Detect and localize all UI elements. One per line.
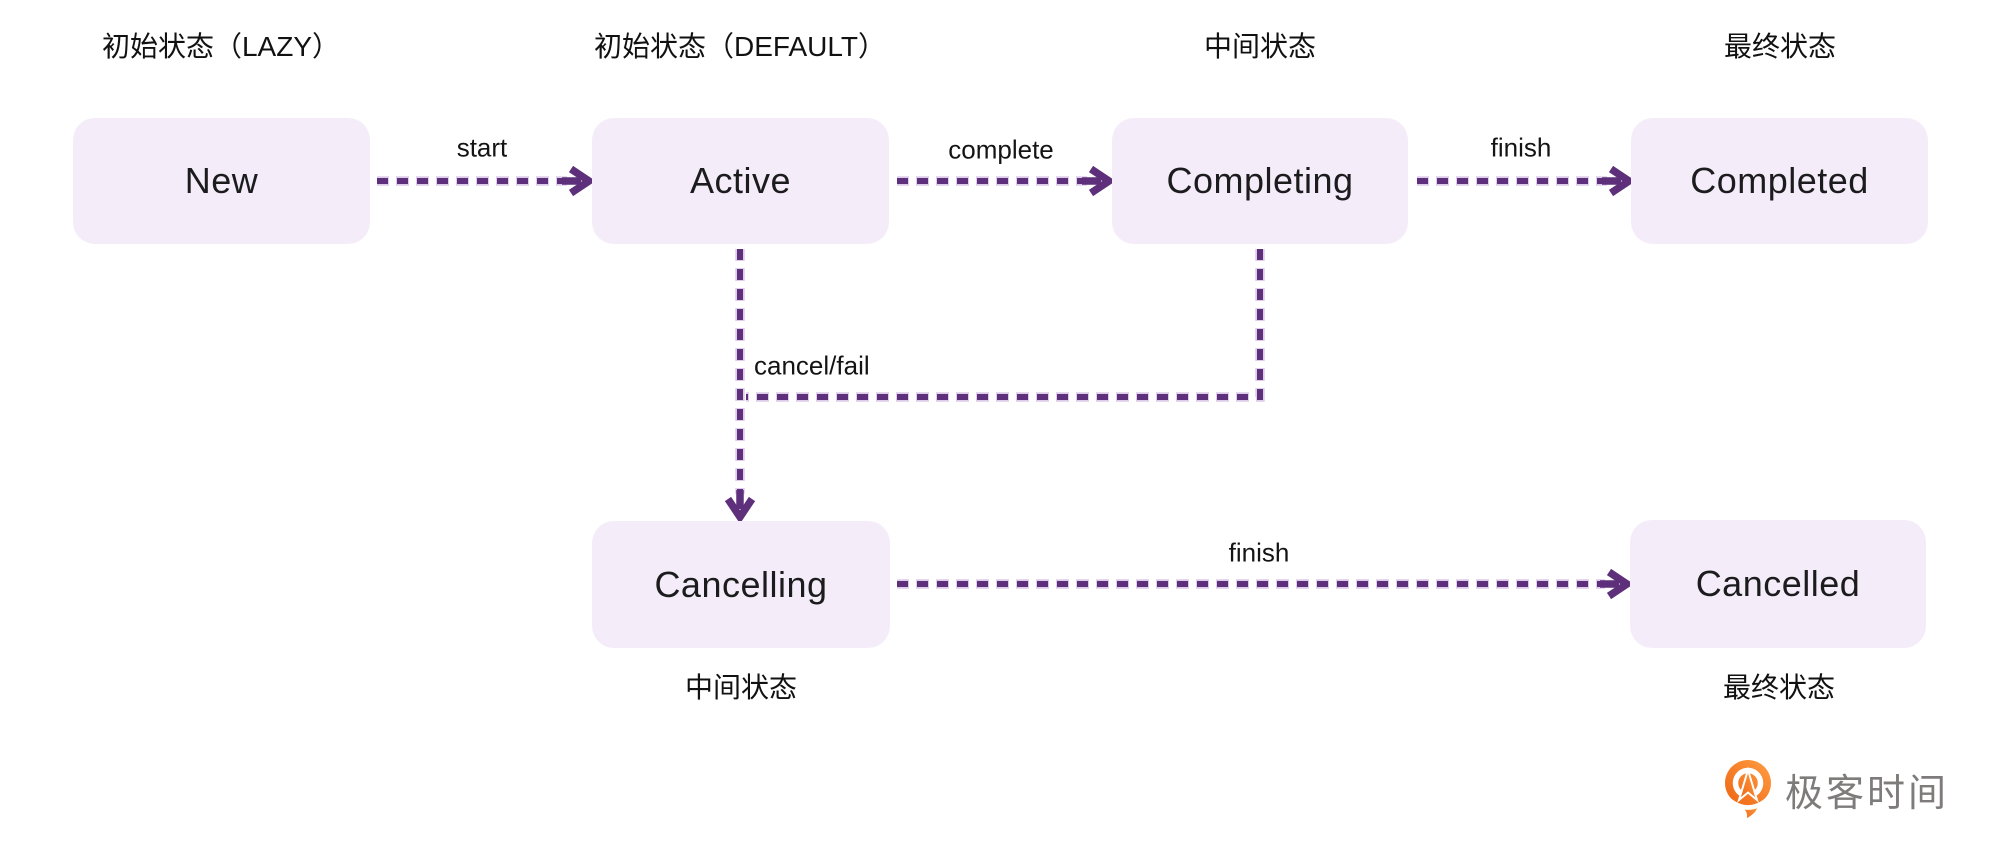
annotation-new: 初始状态（LAZY） [101, 31, 341, 62]
edge-label-finish-bottom: finish [1228, 537, 1290, 568]
edge-halo-group [377, 176, 1607, 589]
node-completed: Completed [1631, 118, 1928, 244]
annotation-completed: 最终状态 [1723, 31, 1837, 62]
annotation-cancelling: 中间状态 [684, 672, 798, 703]
geektime-icon [1725, 760, 1771, 818]
arrowhead-active-cancelling [724, 490, 756, 524]
arrowhead-new-active [562, 165, 596, 197]
node-cancelling: Cancelling [592, 521, 890, 648]
arrowhead-completing-completed [1602, 165, 1636, 197]
node-new-label: New [184, 160, 259, 201]
node-active: Active [592, 118, 889, 244]
annotation-completing: 中间状态 [1203, 31, 1317, 62]
node-cancelled: Cancelled [1630, 520, 1926, 648]
arrowhead-cancelling-cancelled [1600, 568, 1634, 600]
arrowhead-active-completing [1082, 165, 1116, 197]
node-active-label: Active [689, 160, 792, 201]
edge-label-cancel-fail: cancel/fail [754, 350, 870, 381]
edge-label-complete: complete [948, 134, 1054, 165]
node-completing-label: Completing [1166, 160, 1354, 201]
node-completing: Completing [1112, 118, 1408, 244]
edge-completing-join [746, 249, 1263, 400]
node-new: New [73, 118, 370, 244]
edge-label-start: start [456, 132, 508, 163]
edge-label-finish-top: finish [1490, 132, 1552, 163]
geektime-logo-text: 极客时间 [1785, 772, 1950, 815]
annotation-active: 初始状态（DEFAULT） [594, 31, 886, 62]
annotation-cancelled: 最终状态 [1722, 672, 1836, 703]
node-completed-label: Completed [1690, 160, 1869, 201]
geektime-logo: 极客时间 [1724, 760, 1949, 818]
node-cancelling-label: Cancelling [654, 563, 828, 605]
node-cancelled-label: Cancelled [1695, 563, 1861, 604]
